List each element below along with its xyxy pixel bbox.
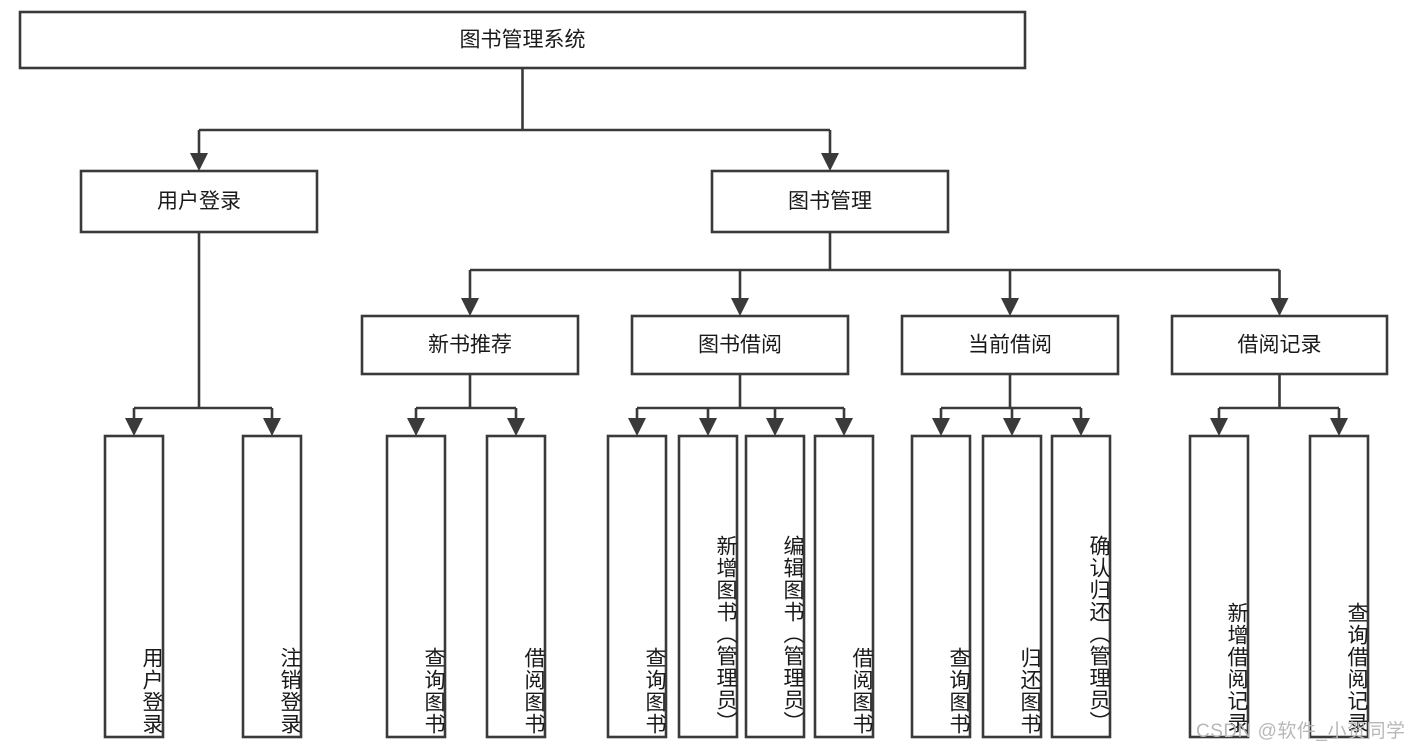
arrow-head [821, 153, 839, 171]
node-label-root: 图书管理系统 [460, 29, 586, 52]
node-box-n-record[interactable] [1170, 314, 1389, 376]
csdn-watermark: CSDN @软件_小贺同学 [1196, 721, 1405, 742]
arrow-head [731, 298, 749, 316]
node-box-l-borrow-new[interactable] [485, 434, 547, 739]
node-box-l-userlogin[interactable] [103, 434, 165, 739]
node-box-n-current[interactable] [900, 314, 1120, 376]
node-label-n-record: 借阅记录 [1238, 334, 1322, 357]
arrow-head [1003, 418, 1021, 436]
node-label-n-borrow: 图书借阅 [698, 334, 782, 357]
arrow-head [1210, 418, 1228, 436]
arrow-head [835, 418, 853, 436]
arrow-head [628, 418, 646, 436]
node-box-root[interactable] [18, 10, 1027, 70]
node-box-n-borrow[interactable] [630, 314, 850, 376]
arrow-head [699, 418, 717, 436]
arrow-head [1330, 418, 1348, 436]
node-box-l-query-record[interactable] [1308, 434, 1370, 739]
node-box-n-bookmgmt[interactable] [710, 169, 950, 234]
arrow-head [1072, 418, 1090, 436]
arrow-head [1270, 298, 1289, 316]
node-box-l-query-c[interactable] [910, 434, 972, 739]
node-label-n-newbook: 新书推荐 [428, 334, 512, 357]
node-label-n-login: 用户登录 [157, 190, 241, 213]
node-box-l-query-new[interactable] [385, 434, 447, 739]
node-box-l-confirm-return[interactable] [1050, 434, 1112, 739]
arrow-head [190, 153, 208, 171]
connector-layer [125, 68, 1348, 436]
node-label-n-bookmgmt: 图书管理 [788, 190, 872, 213]
node-box-l-query-b[interactable] [606, 434, 668, 739]
node-box-l-logout[interactable] [241, 434, 303, 739]
node-box-n-login[interactable] [79, 169, 319, 234]
node-box-l-add-record[interactable] [1188, 434, 1250, 739]
arrow-head [932, 418, 950, 436]
arrow-head [125, 418, 143, 436]
node-box-l-add-book[interactable] [677, 434, 739, 739]
arrow-head [407, 418, 425, 436]
node-box-l-edit-book[interactable] [744, 434, 806, 739]
node-box-n-newbook[interactable] [360, 314, 580, 376]
arrow-head [1001, 298, 1019, 316]
node-box-l-return[interactable] [981, 434, 1043, 739]
arrow-head [766, 418, 784, 436]
node-box-l-borrow-book[interactable] [813, 434, 875, 739]
arrow-head [461, 298, 479, 316]
arrow-head [507, 418, 525, 436]
node-label-n-current: 当前借阅 [968, 334, 1052, 357]
arrow-head [263, 418, 281, 436]
